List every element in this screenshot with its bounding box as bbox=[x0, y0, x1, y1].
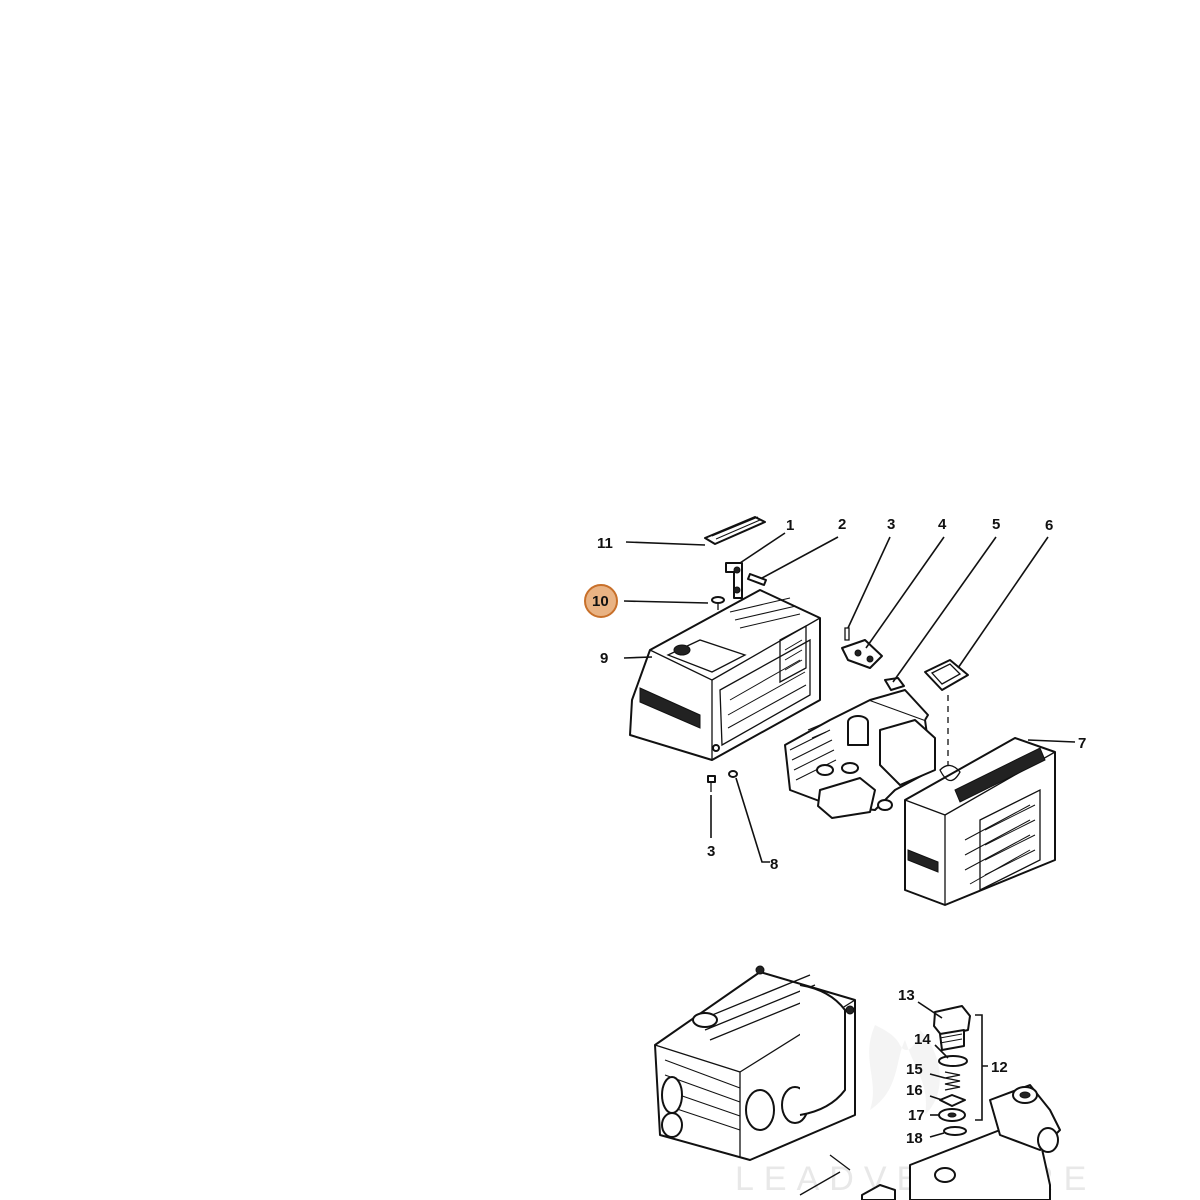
callout-11: 11 bbox=[597, 535, 613, 552]
callout-1: 1 bbox=[786, 517, 794, 534]
callout-8: 8 bbox=[770, 856, 778, 873]
part-9-housing bbox=[629, 589, 821, 761]
callout-labels: 11 1 2 3 4 5 6 10 9 7 3 8 13 14 15 12 16… bbox=[584, 516, 1086, 1147]
callout-highlight-circle bbox=[584, 584, 618, 618]
callout-9: 9 bbox=[600, 650, 608, 667]
part-3a-screw bbox=[844, 627, 850, 641]
callout-10: 10 bbox=[592, 593, 609, 610]
part-10-screw bbox=[711, 596, 725, 610]
callout-5: 5 bbox=[992, 516, 1000, 533]
part-11-plate bbox=[704, 516, 766, 545]
upper-assembly bbox=[629, 516, 1056, 906]
part-13-valve-plug bbox=[933, 1005, 971, 1051]
part-3b-screw bbox=[707, 775, 716, 792]
callout-6: 6 bbox=[1045, 517, 1053, 534]
callout-7: 7 bbox=[1078, 735, 1086, 752]
part-4-bracket bbox=[841, 639, 883, 669]
part-2-pin bbox=[747, 573, 767, 586]
callout-13: 13 bbox=[898, 987, 915, 1004]
callout-14: 14 bbox=[914, 1031, 931, 1048]
part-6-gasket bbox=[924, 659, 969, 691]
pump-motor-assembly bbox=[784, 689, 936, 819]
callout-2: 2 bbox=[838, 516, 846, 533]
callout-3b: 3 bbox=[707, 843, 715, 860]
callout-12: 12 bbox=[991, 1059, 1008, 1076]
callout-17: 17 bbox=[908, 1107, 925, 1124]
part-18-washer bbox=[943, 1126, 967, 1136]
callout-4: 4 bbox=[938, 516, 947, 533]
lower-fitting bbox=[799, 1154, 896, 1200]
flame-logo-icon bbox=[869, 1025, 940, 1115]
callout-16: 16 bbox=[906, 1082, 923, 1099]
part-16-valve-seat bbox=[939, 1094, 966, 1107]
callout-18: 18 bbox=[906, 1130, 923, 1147]
lower-assembly bbox=[654, 965, 1061, 1200]
part-1-bracket bbox=[725, 562, 743, 599]
manifold bbox=[909, 1084, 1061, 1200]
part-8-washer bbox=[728, 770, 738, 778]
callout-10-highlight[interactable]: 10 bbox=[584, 584, 618, 618]
part-15-spring bbox=[944, 1071, 961, 1091]
part-14-o-ring bbox=[938, 1055, 968, 1067]
pump-body bbox=[654, 965, 856, 1161]
bracket-12 bbox=[975, 1014, 988, 1121]
part-17-valve bbox=[938, 1108, 966, 1122]
part-5-bolt bbox=[884, 677, 905, 691]
leader-lines bbox=[623, 532, 1076, 1138]
callout-3a: 3 bbox=[887, 516, 895, 533]
callout-15: 15 bbox=[906, 1061, 923, 1078]
part-7-rear-housing bbox=[904, 737, 1056, 906]
